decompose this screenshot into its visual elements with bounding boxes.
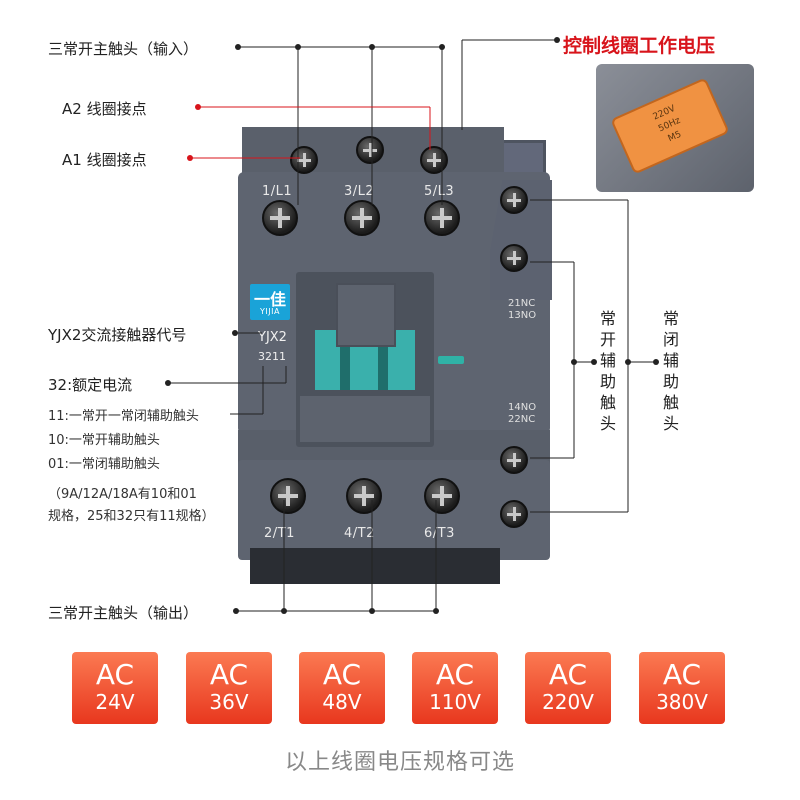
terminal-l2-label: 3/L2 [344,184,375,199]
terminal-t1-screw [270,478,306,514]
voltage-option-value: 220V [542,690,594,714]
main-input-label: 三常开主触头（输入） [48,40,199,58]
footer-note: 以上线圈电压规格可选 [284,750,515,775]
armature-top [336,283,396,347]
coil-a1-screw [290,146,318,174]
logo-subtext: YIJIA [260,307,280,316]
voltage-option-380v[interactable]: AC 380V [639,652,725,724]
spec-note-line2: 规格，25和32只有11规格） [48,509,215,524]
model-code-label: YJX2交流接触器代号 [48,326,187,344]
spec-note-line1: （9A/12A/18A有10和01 [48,487,197,502]
a1-coil-label: A1 线圈接点 [62,151,147,169]
voltage-option-value: 48V [322,690,362,714]
voltage-option-ac: AC [662,658,702,691]
coil-voltage-inset: 220V 50Hz M5 [596,64,754,192]
model-name: YJX2 [258,330,287,345]
terminal-t2-label: 4/T2 [344,526,375,541]
voltage-option-ac: AC [209,658,249,691]
terminal-l1-label: 1/L1 [262,184,293,199]
voltage-option-48v[interactable]: AC 48V [299,652,385,724]
nc-aux-contact-label: 常闭辅助触头 [662,309,679,433]
armature-ridge [340,330,350,390]
aux-10-note: 10:一常开辅助触头 [48,433,160,448]
aux-no-screw-top [500,244,528,272]
terminal-l2-screw [344,200,380,236]
coil-voltage-label: 控制线圈工作电压 [563,35,716,57]
terminal-t1-label: 2/T1 [264,526,295,541]
voltage-option-36v[interactable]: AC 36V [186,652,272,724]
armature-ridge [378,330,388,390]
voltage-option-24v[interactable]: AC 24V [72,652,158,724]
aux-code-22nc: 22NC [508,414,536,425]
voltage-option-value: 36V [209,690,249,714]
armature-foot [300,396,430,442]
voltage-option-ac: AC [322,658,362,691]
voltage-option-ac: AC [95,658,135,691]
voltage-option-ac: AC [435,658,475,691]
model-number: 3211 [258,350,286,363]
voltage-option-220v[interactable]: AC 220V [525,652,611,724]
voltage-option-110v[interactable]: AC 110V [412,652,498,724]
terminal-l3-label: 5/L3 [424,184,455,199]
aux-nc-screw-bottom [500,500,528,528]
aux-code-13no: 13NO [508,310,537,321]
aux-01-note: 01:一常闭辅助触头 [48,457,160,472]
status-indicator [438,356,464,364]
terminal-t3-label: 6/T3 [424,526,455,541]
terminal-l1-screw [262,200,298,236]
top-center-screw [356,136,384,164]
no-aux-contact-label: 常开辅助触头 [599,309,616,433]
main-output-label: 三常开主触头（输出） [48,604,199,622]
logo-text: 一佳 [253,290,286,309]
a2-coil-label: A2 线圈接点 [62,100,147,118]
brand-logo: 一佳 YIJIA [250,284,290,320]
voltage-option-value: 110V [429,690,481,714]
mounting-feet [250,548,500,584]
terminal-t2-screw [346,478,382,514]
voltage-option-value: 24V [95,690,135,714]
aux-no-screw-bottom [500,446,528,474]
aux-code-21nc: 21NC [508,298,536,309]
rated-current-label: 32:额定电流 [48,376,133,394]
voltage-option-value: 380V [656,690,708,714]
aux-code-14no: 14NO [508,402,537,413]
aux-nc-screw-top [500,186,528,214]
voltage-option-ac: AC [548,658,588,691]
aux-11-note: 11:一常开一常闭辅助触头 [48,409,199,424]
coil-a2-screw [420,146,448,174]
terminal-t3-screw [424,478,460,514]
